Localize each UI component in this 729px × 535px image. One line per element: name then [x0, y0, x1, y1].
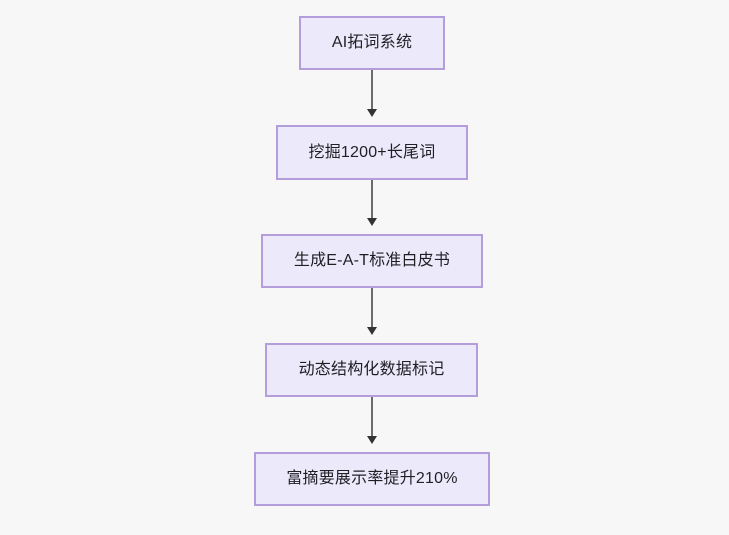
- edge-line: [371, 288, 373, 327]
- flow-node-label: 挖掘1200+长尾词: [308, 143, 436, 161]
- flow-node-label: AI拓词系统: [331, 34, 413, 52]
- arrowhead-icon: [367, 327, 377, 335]
- flow-node-rich-snippet-impression-uplift[interactable]: 富摘要展示率提升210%: [254, 452, 490, 506]
- arrowhead-icon: [367, 218, 377, 226]
- flow-node-mine-longtail-keywords[interactable]: 挖掘1200+长尾词: [276, 125, 468, 180]
- arrowhead-icon: [367, 109, 377, 117]
- flow-node-label: 富摘要展示率提升210%: [286, 470, 458, 488]
- flow-node-dynamic-structured-data-markup[interactable]: 动态结构化数据标记: [265, 343, 478, 397]
- flow-node-label: 动态结构化数据标记: [298, 361, 445, 379]
- edge-line: [371, 70, 373, 109]
- flow-node-label: 生成E-A-T标准白皮书: [293, 252, 451, 270]
- edge-line: [371, 180, 373, 218]
- arrowhead-icon: [367, 436, 377, 444]
- flow-node-ai-keyword-system[interactable]: AI拓词系统: [299, 16, 445, 70]
- edge-line: [371, 397, 373, 436]
- flow-node-generate-eat-whitepaper[interactable]: 生成E-A-T标准白皮书: [261, 234, 483, 288]
